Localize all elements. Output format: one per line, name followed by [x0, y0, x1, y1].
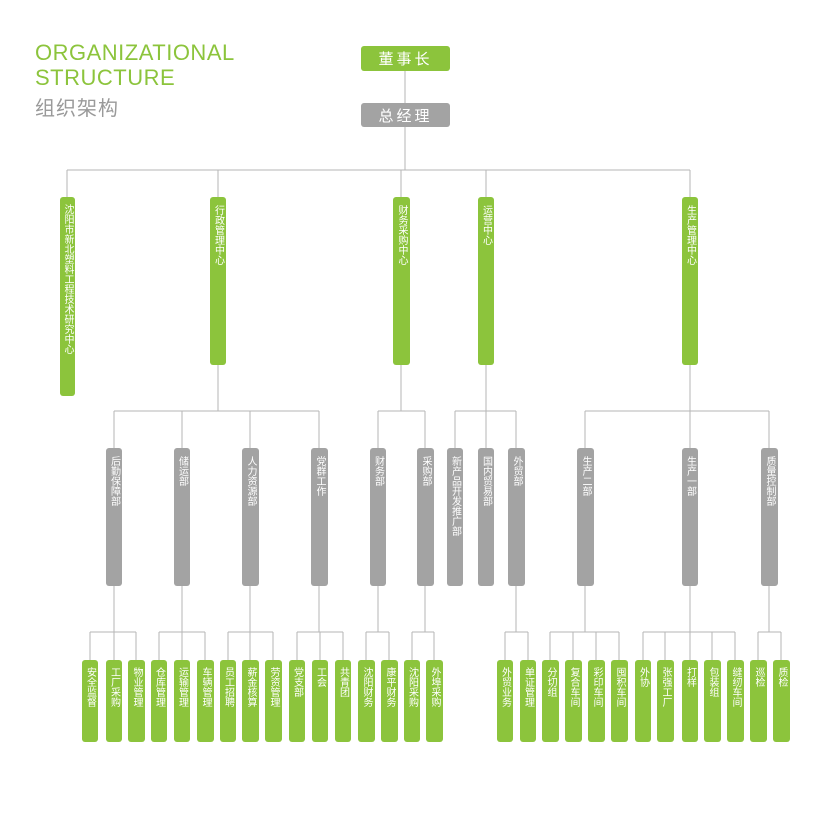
node-dept: 国内贸易部: [478, 448, 494, 586]
node-unit: 包装组: [704, 660, 721, 742]
node-chairman: 董事长: [361, 46, 450, 71]
node-dept: 储运部: [174, 448, 190, 586]
node-unit: 张强工厂: [657, 660, 674, 742]
node-unit: 物业管理: [128, 660, 145, 742]
title-english-line1: ORGANIZATIONAL: [35, 40, 235, 65]
node-unit: 工会: [312, 660, 328, 742]
node-unit: 安全监督: [82, 660, 98, 742]
node-unit: 单证管理: [520, 660, 536, 742]
node-center-research: 沈阳市新北塑料工程技术研究中心: [60, 197, 75, 396]
node-unit: 外协: [635, 660, 651, 742]
node-unit: 共青团: [335, 660, 351, 742]
node-dept: 生产二部: [577, 448, 594, 586]
node-unit: 缝纫车间: [727, 660, 744, 742]
title-english-line2: STRUCTURE: [35, 65, 176, 90]
node-unit: 沈阳采购: [404, 660, 420, 742]
node-unit: 仓库管理: [151, 660, 167, 742]
node-unit: 彩印车间: [588, 660, 605, 742]
node-unit: 分切组: [542, 660, 559, 742]
node-dept: 新产品开发推广部: [447, 448, 463, 586]
node-dept: 采购部: [417, 448, 434, 586]
title-chinese: 组织架构: [35, 96, 119, 120]
node-center-production: 生产管理中心: [682, 197, 698, 365]
title-english: ORGANIZATIONAL STRUCTURE: [35, 40, 235, 90]
node-unit: 外埠采购: [426, 660, 443, 742]
node-unit: 党支部: [289, 660, 305, 742]
node-unit: 劳资管理: [265, 660, 282, 742]
node-unit: 车辆管理: [197, 660, 214, 742]
node-dept: 财务部: [370, 448, 386, 586]
node-center-finance: 财务采购中心: [393, 197, 410, 365]
node-unit: 打样: [682, 660, 698, 742]
node-unit: 巡检: [750, 660, 767, 742]
node-dept: 后勤保障部: [106, 448, 122, 586]
node-unit: 运输管理: [174, 660, 190, 742]
node-unit: 薪金核算: [242, 660, 259, 742]
node-unit: 囤积车间: [611, 660, 628, 742]
node-unit: 康平财务: [381, 660, 398, 742]
node-dept: 质量控制部: [761, 448, 778, 586]
node-general-manager: 总经理: [361, 103, 450, 127]
node-dept: 人力资源部: [242, 448, 259, 586]
node-unit: 外贸业务: [497, 660, 513, 742]
node-dept: 党群工作: [311, 448, 328, 586]
node-dept: 生产一部: [682, 448, 698, 586]
node-unit: 质检: [773, 660, 790, 742]
node-center-operations: 运营中心: [478, 197, 494, 365]
node-center-admin: 行政管理中心: [210, 197, 226, 365]
node-unit: 复合车间: [565, 660, 582, 742]
node-unit: 沈阳财务: [358, 660, 375, 742]
node-unit: 工厂采购: [106, 660, 122, 742]
node-dept: 外贸部: [508, 448, 525, 586]
node-unit: 员工招聘: [220, 660, 236, 742]
